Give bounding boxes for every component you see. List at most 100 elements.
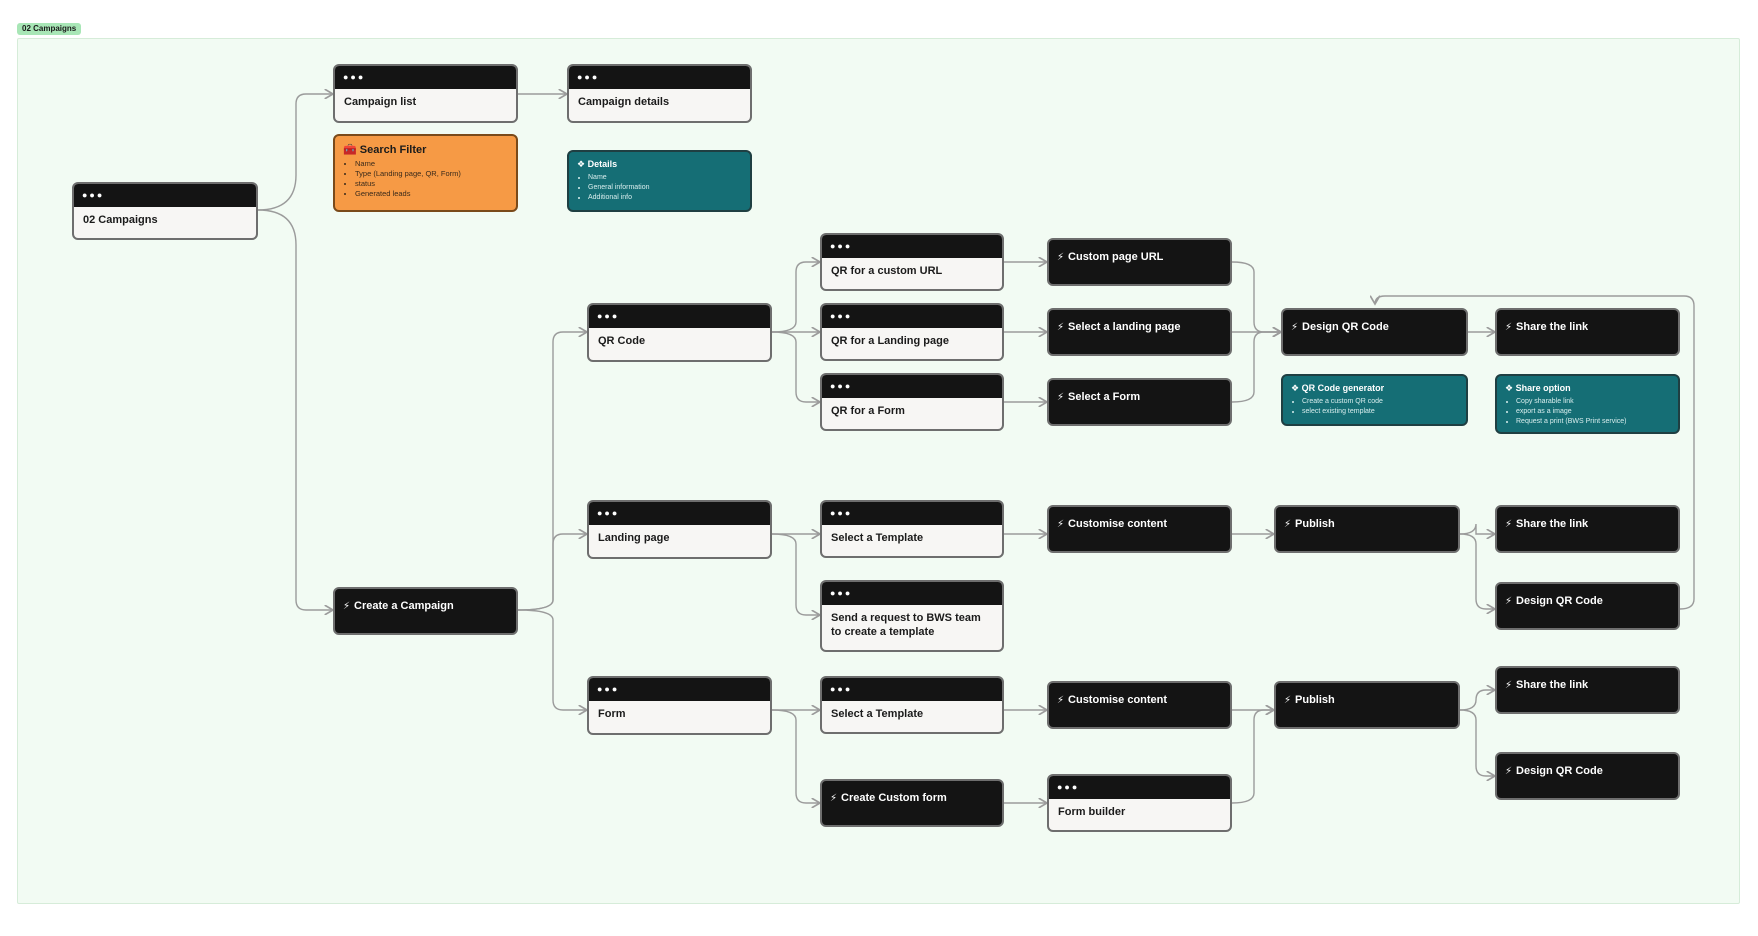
screen-send-request[interactable]: ●●● Send a request to BWS team to create… (820, 580, 1004, 652)
list-item: status (355, 179, 508, 189)
info-title: QR Code generator (1301, 383, 1385, 393)
component-diamond-icon: ❖ (1505, 383, 1514, 393)
node-label: QR for a custom URL (831, 265, 943, 277)
lightning-bolt-icon: ⚡ (1505, 680, 1513, 691)
screen-qr-form[interactable]: ●●● QR for a Form (820, 373, 1004, 431)
action-share-link-landing[interactable]: ⚡Share the link (1495, 505, 1680, 553)
three-dots-icon: ●●● (597, 684, 620, 694)
filter-items: Name Type (Landing page, QR, Form) statu… (343, 159, 508, 199)
list-item: Generated leads (355, 189, 508, 199)
lightning-bolt-icon: ⚡ (1057, 392, 1065, 403)
qr-generator-card: ❖ QR Code generator Create a custom QR c… (1281, 374, 1468, 426)
details-card: ❖ Details Name General information Addit… (567, 150, 752, 212)
three-dots-icon: ●●● (597, 508, 620, 518)
node-label: Custom page URL (1068, 251, 1164, 263)
screen-select-template-form[interactable]: ●●● Select a Template (820, 676, 1004, 734)
screen-campaign-list[interactable]: ●●● Campaign list (333, 64, 518, 123)
action-share-link-qr[interactable]: ⚡Share the link (1495, 308, 1680, 356)
screen-landing-page[interactable]: ●●● Landing page (587, 500, 772, 559)
node-label: Campaign details (578, 96, 670, 108)
node-label: Form builder (1058, 806, 1126, 818)
node-label: Design QR Code (1516, 595, 1603, 607)
screen-02-campaigns[interactable]: ●●● 02 Campaigns (72, 182, 258, 240)
three-dots-icon: ●●● (1057, 782, 1080, 792)
node-label: 02 Campaigns (83, 214, 158, 226)
action-create-custom-form[interactable]: ⚡Create Custom form (820, 779, 1004, 827)
action-select-landing[interactable]: ⚡Select a landing page (1047, 308, 1232, 356)
three-dots-icon: ●●● (830, 311, 853, 321)
action-customise-content-landing[interactable]: ⚡Customise content (1047, 505, 1232, 553)
node-label: Design QR Code (1302, 321, 1389, 333)
node-label: Landing page (598, 532, 670, 544)
list-item: General information (588, 183, 742, 193)
screen-campaign-details[interactable]: ●●● Campaign details (567, 64, 752, 123)
component-diamond-icon: ❖ (1291, 383, 1300, 393)
action-customise-content-form[interactable]: ⚡Customise content (1047, 681, 1232, 729)
lightning-bolt-icon: ⚡ (1057, 519, 1065, 530)
screen-select-template-landing[interactable]: ●●● Select a Template (820, 500, 1004, 558)
lightning-bolt-icon: ⚡ (1284, 519, 1292, 530)
screen-form-builder[interactable]: ●●● Form builder (1047, 774, 1232, 832)
node-label: Select a Template (831, 532, 924, 544)
lightning-bolt-icon: ⚡ (1291, 322, 1299, 333)
toolbox-icon: 🧰 (343, 144, 357, 156)
node-label: Share the link (1516, 679, 1589, 691)
node-label: Select a landing page (1068, 321, 1181, 333)
action-publish-form[interactable]: ⚡Publish (1274, 681, 1460, 729)
node-label: Create Custom form (841, 792, 947, 804)
lightning-bolt-icon: ⚡ (1284, 695, 1292, 706)
component-diamond-icon: ❖ (577, 159, 586, 169)
action-design-qr-code[interactable]: ⚡Design QR Code (1281, 308, 1468, 356)
lightning-bolt-icon: ⚡ (343, 601, 351, 612)
node-label: Select a Template (831, 708, 924, 720)
info-title: Details (587, 159, 618, 169)
lightning-bolt-icon: ⚡ (1057, 322, 1065, 333)
node-label: Share the link (1516, 518, 1589, 530)
action-design-qr-landing[interactable]: ⚡Design QR Code (1495, 582, 1680, 630)
action-custom-page-url[interactable]: ⚡Custom page URL (1047, 238, 1232, 286)
three-dots-icon: ●●● (830, 588, 853, 598)
list-item: Name (355, 159, 508, 169)
action-create-campaign[interactable]: ⚡Create a Campaign (333, 587, 518, 635)
screen-qr-custom-url[interactable]: ●●● QR for a custom URL (820, 233, 1004, 291)
node-label: Design QR Code (1516, 765, 1603, 777)
node-label: Campaign list (344, 96, 417, 108)
node-label: Send a request to BWS team to create a t… (831, 612, 981, 638)
lightning-bolt-icon: ⚡ (830, 793, 838, 804)
list-item: Create a custom QR code (1302, 397, 1458, 407)
flow-canvas (17, 38, 1740, 904)
node-label: Select a Form (1068, 391, 1141, 403)
list-item: Request a print (BWS Print service) (1516, 417, 1670, 427)
node-label: Share the link (1516, 321, 1589, 333)
list-item: export as a image (1516, 407, 1670, 417)
three-dots-icon: ●●● (577, 72, 600, 82)
node-label: Publish (1295, 694, 1335, 706)
screen-qr-code[interactable]: ●●● QR Code (587, 303, 772, 362)
action-share-link-form[interactable]: ⚡Share the link (1495, 666, 1680, 714)
node-label: Publish (1295, 518, 1335, 530)
screen-form[interactable]: ●●● Form (587, 676, 772, 735)
frame-label: 02 Campaigns (17, 23, 82, 35)
three-dots-icon: ●●● (830, 508, 853, 518)
three-dots-icon: ●●● (830, 381, 853, 391)
list-item: Copy sharable link (1516, 397, 1670, 407)
lightning-bolt-icon: ⚡ (1505, 596, 1513, 607)
action-design-qr-form[interactable]: ⚡Design QR Code (1495, 752, 1680, 800)
node-label: Form (598, 708, 626, 720)
lightning-bolt-icon: ⚡ (1505, 322, 1513, 333)
node-label: Create a Campaign (354, 600, 454, 612)
lightning-bolt-icon: ⚡ (1505, 766, 1513, 777)
action-publish-landing[interactable]: ⚡Publish (1274, 505, 1460, 553)
node-label: Customise content (1068, 694, 1168, 706)
list-item: Additional info (588, 193, 742, 203)
node-label: QR Code (598, 335, 646, 347)
three-dots-icon: ●●● (830, 241, 853, 251)
lightning-bolt-icon: ⚡ (1057, 252, 1065, 263)
info-title: Share option (1515, 383, 1571, 393)
three-dots-icon: ●●● (82, 190, 105, 200)
screen-qr-landing[interactable]: ●●● QR for a Landing page (820, 303, 1004, 361)
three-dots-icon: ●●● (597, 311, 620, 321)
list-item: select existing template (1302, 407, 1458, 417)
list-item: Type (Landing page, QR, Form) (355, 169, 508, 179)
action-select-form[interactable]: ⚡Select a Form (1047, 378, 1232, 426)
